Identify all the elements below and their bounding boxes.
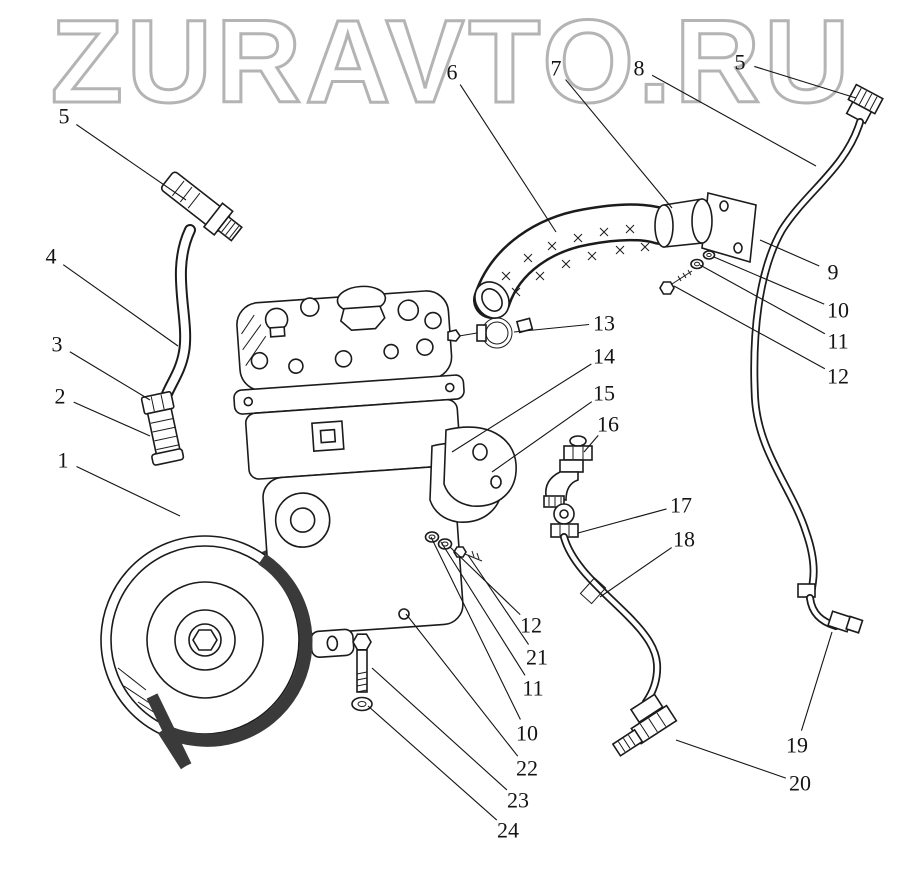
mount-bolt <box>351 633 373 712</box>
washer <box>702 250 716 260</box>
side-bracket <box>429 426 517 523</box>
leader-line-9 <box>759 239 820 267</box>
leader-line-5 <box>76 124 187 201</box>
callout-label-12: 12 <box>520 613 542 638</box>
leader-line-1 <box>76 465 181 517</box>
callout-label-15: 15 <box>593 381 615 406</box>
callout-label-5: 5 <box>735 50 746 75</box>
inlet-flange <box>654 192 757 264</box>
stud-boss <box>398 608 410 620</box>
spring-washer <box>690 258 704 270</box>
callout-label-10: 10 <box>516 721 538 746</box>
outlet-pipe-right <box>750 83 884 634</box>
leader-line-5 <box>754 65 857 99</box>
callout-label-12: 12 <box>827 364 849 389</box>
flange-fasteners <box>659 250 716 295</box>
elbow-fitting-20 <box>611 693 678 757</box>
leader-line-11 <box>699 264 826 335</box>
callout-label-7: 7 <box>551 56 562 81</box>
hub-nut <box>192 629 218 651</box>
callout-label-11: 11 <box>827 329 848 354</box>
callout-label-19: 19 <box>786 733 808 758</box>
leader-line-2 <box>73 401 151 437</box>
callout-label-11: 11 <box>522 676 543 701</box>
callout-label-1: 1 <box>58 448 69 473</box>
elbow-fitting-5 <box>160 171 243 242</box>
pipe-top-fitting <box>845 83 884 125</box>
bolt <box>659 281 675 295</box>
compressor-body <box>233 285 465 659</box>
callout-label-22: 22 <box>516 756 538 781</box>
leader-line-3 <box>69 351 151 401</box>
leader-line-7 <box>565 79 673 209</box>
hose-stitching <box>501 224 650 297</box>
flange-neck <box>654 204 674 248</box>
leader-line-4 <box>62 264 179 347</box>
leader-line-17 <box>577 508 667 534</box>
washer <box>424 531 440 543</box>
leader-line-10 <box>713 256 825 305</box>
callout-label-24: 24 <box>497 818 519 843</box>
watermark-layer: ZURAVTO.RU <box>49 0 854 130</box>
mid-fasteners <box>398 531 483 620</box>
callout-label-16: 16 <box>597 412 619 437</box>
leader-line-15 <box>491 401 593 473</box>
callout-label-4: 4 <box>46 244 57 269</box>
leader-line-23 <box>371 667 508 791</box>
leader-line-18 <box>599 547 672 598</box>
inlet-hose <box>473 203 679 319</box>
callout-label-20: 20 <box>789 771 811 796</box>
lower-pipe-assembly <box>550 503 678 757</box>
callout-label-6: 6 <box>447 60 458 85</box>
callout-label-3: 3 <box>52 332 63 357</box>
leader-line-24 <box>367 705 498 821</box>
leader-line-21 <box>467 554 530 645</box>
callout-label-18: 18 <box>673 527 695 552</box>
callout-label-5: 5 <box>59 104 70 129</box>
bolt-shaft <box>356 649 368 693</box>
leader-line-20 <box>675 739 787 779</box>
leader-line-12 <box>673 285 826 370</box>
callout-label-9: 9 <box>828 260 839 285</box>
bolt-head <box>352 633 372 651</box>
leader-line-14 <box>451 363 592 453</box>
hose-connector-2-3 <box>140 390 185 466</box>
pipe-clip <box>579 577 607 605</box>
leader-line-11 <box>440 541 526 676</box>
leader-line-10 <box>430 536 521 720</box>
leader-line-13 <box>513 323 590 333</box>
leader-line-19 <box>800 631 833 731</box>
callout-label-2: 2 <box>55 384 66 409</box>
pulley <box>100 535 310 745</box>
callout-label-23: 23 <box>507 788 529 813</box>
top-left-hose-assembly <box>140 171 243 466</box>
leader-line-6 <box>459 84 557 233</box>
leader-line-8 <box>651 74 817 167</box>
callout-label-10: 10 <box>827 298 849 323</box>
callout-label-13: 13 <box>593 311 615 336</box>
callout-label-17: 17 <box>670 493 692 518</box>
watermark-text: ZURAVTO.RU <box>51 0 854 128</box>
leader-line-16 <box>583 435 599 453</box>
leader-line-22 <box>405 613 519 757</box>
hose-clamp <box>447 317 534 349</box>
callout-label-8: 8 <box>634 56 645 81</box>
cover-plate <box>443 426 517 507</box>
clamp-bolt <box>447 329 461 342</box>
elbow-union-fitting <box>543 435 593 508</box>
drive-belt <box>146 553 313 770</box>
washer <box>351 696 373 712</box>
callout-label-14: 14 <box>593 344 615 369</box>
callout-label-21: 21 <box>526 645 548 670</box>
